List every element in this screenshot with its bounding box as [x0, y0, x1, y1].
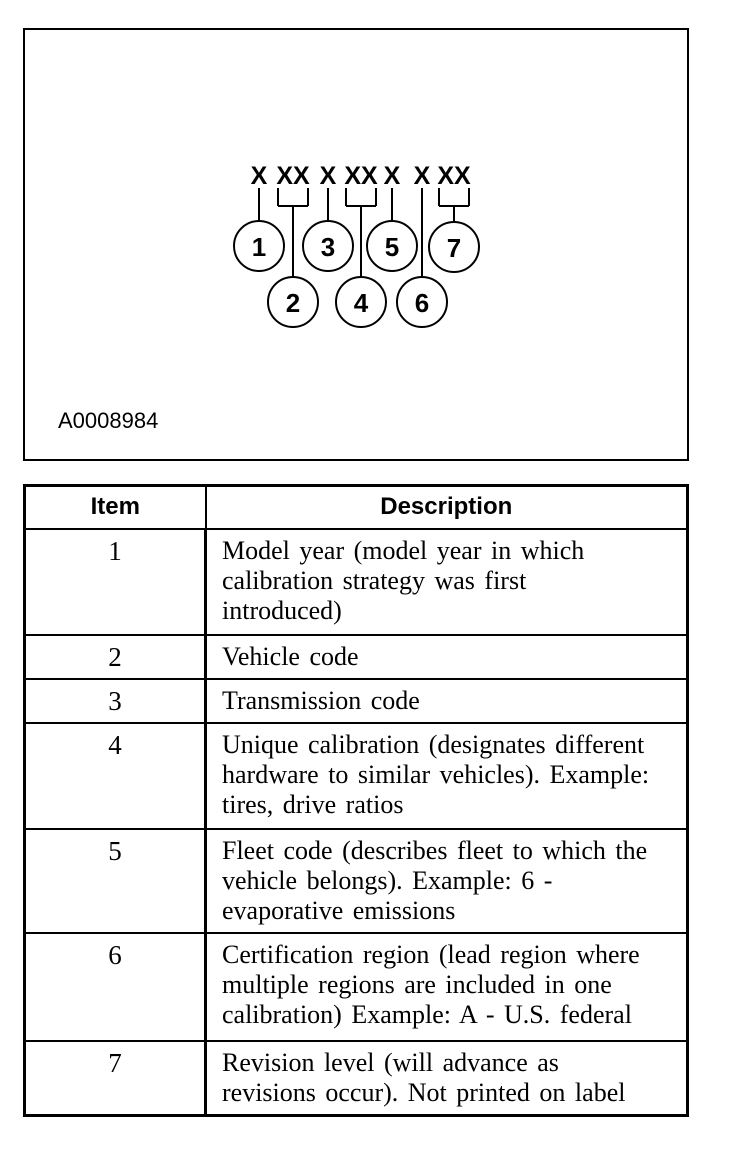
- code-group-3: X: [320, 162, 337, 190]
- table-header-item: Item: [23, 484, 207, 530]
- description-cell: Transmission code: [204, 677, 689, 724]
- table-row: 5 Fleet code (describes fleet to which t…: [23, 827, 689, 934]
- table-row: 2 Vehicle code: [23, 633, 689, 680]
- code-group-4: XX: [344, 162, 378, 190]
- callout-circle-4: [335, 276, 387, 328]
- callout-number-4: 4: [354, 288, 369, 318]
- item-cell: 5: [23, 827, 207, 934]
- callout-number-1: 1: [252, 232, 266, 262]
- description-cell: Unique calibration (designates different…: [204, 721, 689, 830]
- callout-circle-6: [396, 276, 448, 328]
- description-cell: Vehicle code: [204, 633, 689, 680]
- item-cell: 6: [23, 931, 207, 1042]
- callout-number-5: 5: [385, 232, 399, 262]
- callout-number-7: 7: [447, 233, 461, 263]
- code-group-1: X: [251, 162, 268, 190]
- callout-diagram: X XX X XX X X XX 1 3 5 7 2 4 6 A0008: [58, 162, 480, 433]
- table-row: 7 Revision level (will advance as revisi…: [23, 1039, 689, 1117]
- leader-bracket-7: [438, 188, 470, 223]
- callout-circle-2: [267, 276, 319, 328]
- code-group-2: XX: [276, 162, 310, 190]
- code-group-5: X: [384, 162, 401, 190]
- code-group-7: XX: [437, 162, 471, 190]
- callout-number-2: 2: [286, 288, 300, 318]
- item-cell: 7: [23, 1039, 207, 1117]
- leader-bracket-2: [277, 188, 309, 278]
- callout-circle-3: [302, 220, 354, 272]
- callout-number-3: 3: [321, 232, 335, 262]
- table-row: 4 Unique calibration (designates differe…: [23, 721, 689, 830]
- description-cell: Model year (model year in which calibrat…: [204, 527, 689, 636]
- callout-circle-7: [428, 221, 480, 273]
- calibration-code-figure: X XX X XX X X XX 1 3 5 7 2 4 6 A0008: [23, 28, 689, 461]
- table-row: 6 Certification region (lead region wher…: [23, 931, 689, 1042]
- item-description-table: Item Description 1 Model year (model yea…: [23, 484, 689, 1117]
- callout-circle-1: [233, 220, 285, 272]
- item-cell: 1: [23, 527, 207, 636]
- description-cell: Certification region (lead region where …: [204, 931, 689, 1042]
- item-cell: 3: [23, 677, 207, 724]
- item-cell: 4: [23, 721, 207, 830]
- leader-bracket-4: [345, 188, 377, 278]
- callout-number-6: 6: [415, 288, 429, 318]
- table-header-row: Item Description: [23, 484, 689, 530]
- table-row: 1 Model year (model year in which calibr…: [23, 527, 689, 636]
- description-cell: Fleet code (describes fleet to which the…: [204, 827, 689, 934]
- description-cell: Revision level (will advance as revision…: [204, 1039, 689, 1117]
- table-header-description: Description: [204, 484, 689, 530]
- item-cell: 2: [23, 633, 207, 680]
- table-row: 3 Transmission code: [23, 677, 689, 724]
- figure-reference-label: A0008984: [58, 408, 158, 433]
- callout-circle-5: [366, 220, 418, 272]
- code-group-6: X: [414, 162, 431, 190]
